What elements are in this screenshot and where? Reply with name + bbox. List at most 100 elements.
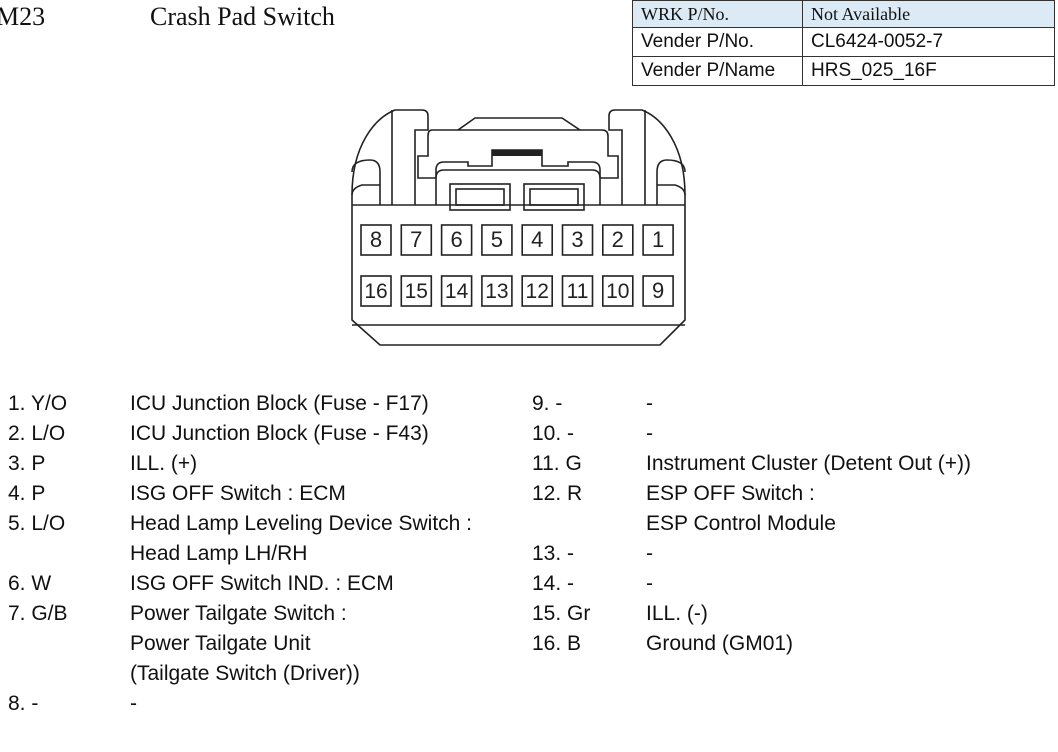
pin-number: 7 (410, 227, 422, 252)
info-label: Vender P/Name (632, 56, 803, 86)
pin-cell-5 (481, 224, 513, 256)
pin-description: ESP Control Module (646, 512, 836, 535)
pin-entry-continuation: Power Tailgate Unit (8, 629, 472, 659)
pin-description: ISG OFF Switch : ECM (130, 482, 346, 505)
pin-label: 2. L/O (8, 422, 66, 445)
info-label: WRK P/No. (632, 0, 803, 28)
pin-entry-continuation: Head Lamp LH/RH (8, 539, 472, 569)
pin-cell-4 (521, 224, 553, 256)
pin-number: 14 (445, 280, 469, 303)
info-label: Vender P/No. (632, 27, 803, 57)
pin-description: ICU Junction Block (Fuse - F43) (130, 422, 429, 445)
pin-label: 13. - (532, 542, 575, 565)
pin-label: 5. L/O (8, 512, 66, 535)
pin-description: Power Tailgate Switch : (130, 602, 347, 625)
pin-label: 14. - (532, 572, 575, 595)
info-value: HRS_025_16F (802, 56, 1055, 86)
pin-label: 15. Gr (532, 602, 591, 625)
pin-number: 2 (612, 227, 624, 252)
pin-entry: 13. -- (532, 539, 971, 569)
pin-label: 16. B (532, 632, 582, 655)
pin-label (8, 539, 130, 569)
pin-entry: 1. Y/O ICU Junction Block (Fuse - F17) (8, 389, 472, 419)
pin-cell-15 (400, 275, 433, 307)
pin-cell-3 (561, 224, 594, 256)
pin-entry: 9. - - (532, 389, 971, 419)
lock-tab (492, 150, 542, 156)
pin-number: 6 (450, 227, 462, 252)
pin-description: ISG OFF Switch IND. : ECM (130, 572, 394, 595)
pin-description: - (130, 692, 137, 715)
pin-description: - (646, 572, 653, 595)
pin-label: 7. G/B (8, 602, 68, 625)
pin-number: 4 (531, 227, 543, 252)
pin-label: 6. W (8, 572, 52, 595)
pin-description: Head Lamp Leveling Device Switch : (130, 512, 473, 535)
pin-label: 12. R (532, 482, 583, 505)
pin-list-left: 1. Y/O ICU Junction Block (Fuse - F17) 2. … (8, 389, 472, 719)
pin-label: 1. Y/O (8, 392, 68, 415)
pin-number: 11 (567, 280, 589, 303)
pin-number: 5 (491, 227, 503, 252)
pin-entry-continuation: ESP Control Module (532, 509, 971, 539)
pin-label (8, 629, 130, 659)
connector-id: M23 (0, 2, 46, 31)
pin-entry: 2. L/O ICU Junction Block (Fuse - F43) (8, 419, 472, 449)
pin-number: 12 (526, 280, 549, 303)
pin-number: 8 (370, 227, 382, 252)
connector-title: Crash Pad Switch (150, 2, 335, 31)
pin-cell-7 (400, 224, 433, 256)
pin-label: 10. - (532, 422, 575, 445)
pin-entry: 16. B Ground (GM01) (532, 629, 971, 659)
pin-cell-1 (642, 224, 674, 256)
pin-label: 3. P (8, 452, 46, 475)
pin-label: 9. - (532, 392, 563, 415)
pin-description: - (646, 392, 653, 415)
pin-number: 9 (652, 278, 664, 303)
pin-entry: 5. L/O Head Lamp Leveling Device Switch : (8, 509, 472, 539)
pin-label (532, 509, 646, 539)
pin-description: Ground (GM01) (646, 632, 794, 655)
pin-cell-2 (601, 224, 634, 256)
pin-entry: 4. P ISG OFF Switch : ECM (8, 479, 472, 509)
pin-description: ILL. (-) (646, 602, 708, 625)
pin-description: Head Lamp LH/RH (130, 542, 308, 565)
pin-number: 10 (606, 280, 629, 303)
pin-cell-10 (601, 275, 634, 307)
pin-description: Power Tailgate Unit (130, 632, 311, 655)
pin-cell-8 (360, 224, 392, 256)
pin-label: 4. P (8, 482, 46, 505)
pin-description: ICU Junction Block (Fuse - F17) (130, 392, 429, 415)
info-row-wrk: WRK P/No. Not Available (632, 0, 1055, 28)
pin-cell-13 (481, 275, 513, 307)
info-value: CL6424-0052-7 (802, 27, 1055, 57)
pin-description: - (646, 422, 653, 445)
pin-cell-6 (440, 224, 473, 256)
pin-entry: 14. - - (532, 569, 971, 599)
info-row-vender-pno: Vender P/No. CL6424-0052-7 (632, 27, 1055, 57)
pin-label (8, 659, 130, 689)
pin-number: 13 (485, 280, 508, 303)
pin-entry: 12. R ESP OFF Switch : (532, 479, 971, 509)
pin-number: 16 (364, 280, 387, 303)
pin-label: 8. - (8, 692, 39, 715)
pin-entry: 10. - - (532, 419, 971, 449)
pin-label: 11. G (532, 452, 582, 475)
pin-cell-14 (440, 275, 473, 307)
pin-cell-12 (521, 275, 553, 307)
info-row-vender-pname: Vender P/Name HRS_025_16F (632, 56, 1055, 86)
pin-entry: 6. W ISG OFF Switch IND. : ECM (8, 569, 472, 599)
pin-number: 1 (652, 227, 664, 252)
pin-cell-16 (360, 275, 392, 307)
pin-description: (Tailgate Switch (Driver)) (130, 662, 360, 685)
pin-cell-9 (642, 275, 674, 307)
pin-entry-continuation: (Tailgate Switch (Driver)) (8, 659, 472, 689)
pin-description: ESP OFF Switch : (646, 482, 815, 505)
pin-entry: 15. Gr ILL. (-) (532, 599, 971, 629)
info-value: Not Available (802, 0, 1055, 28)
